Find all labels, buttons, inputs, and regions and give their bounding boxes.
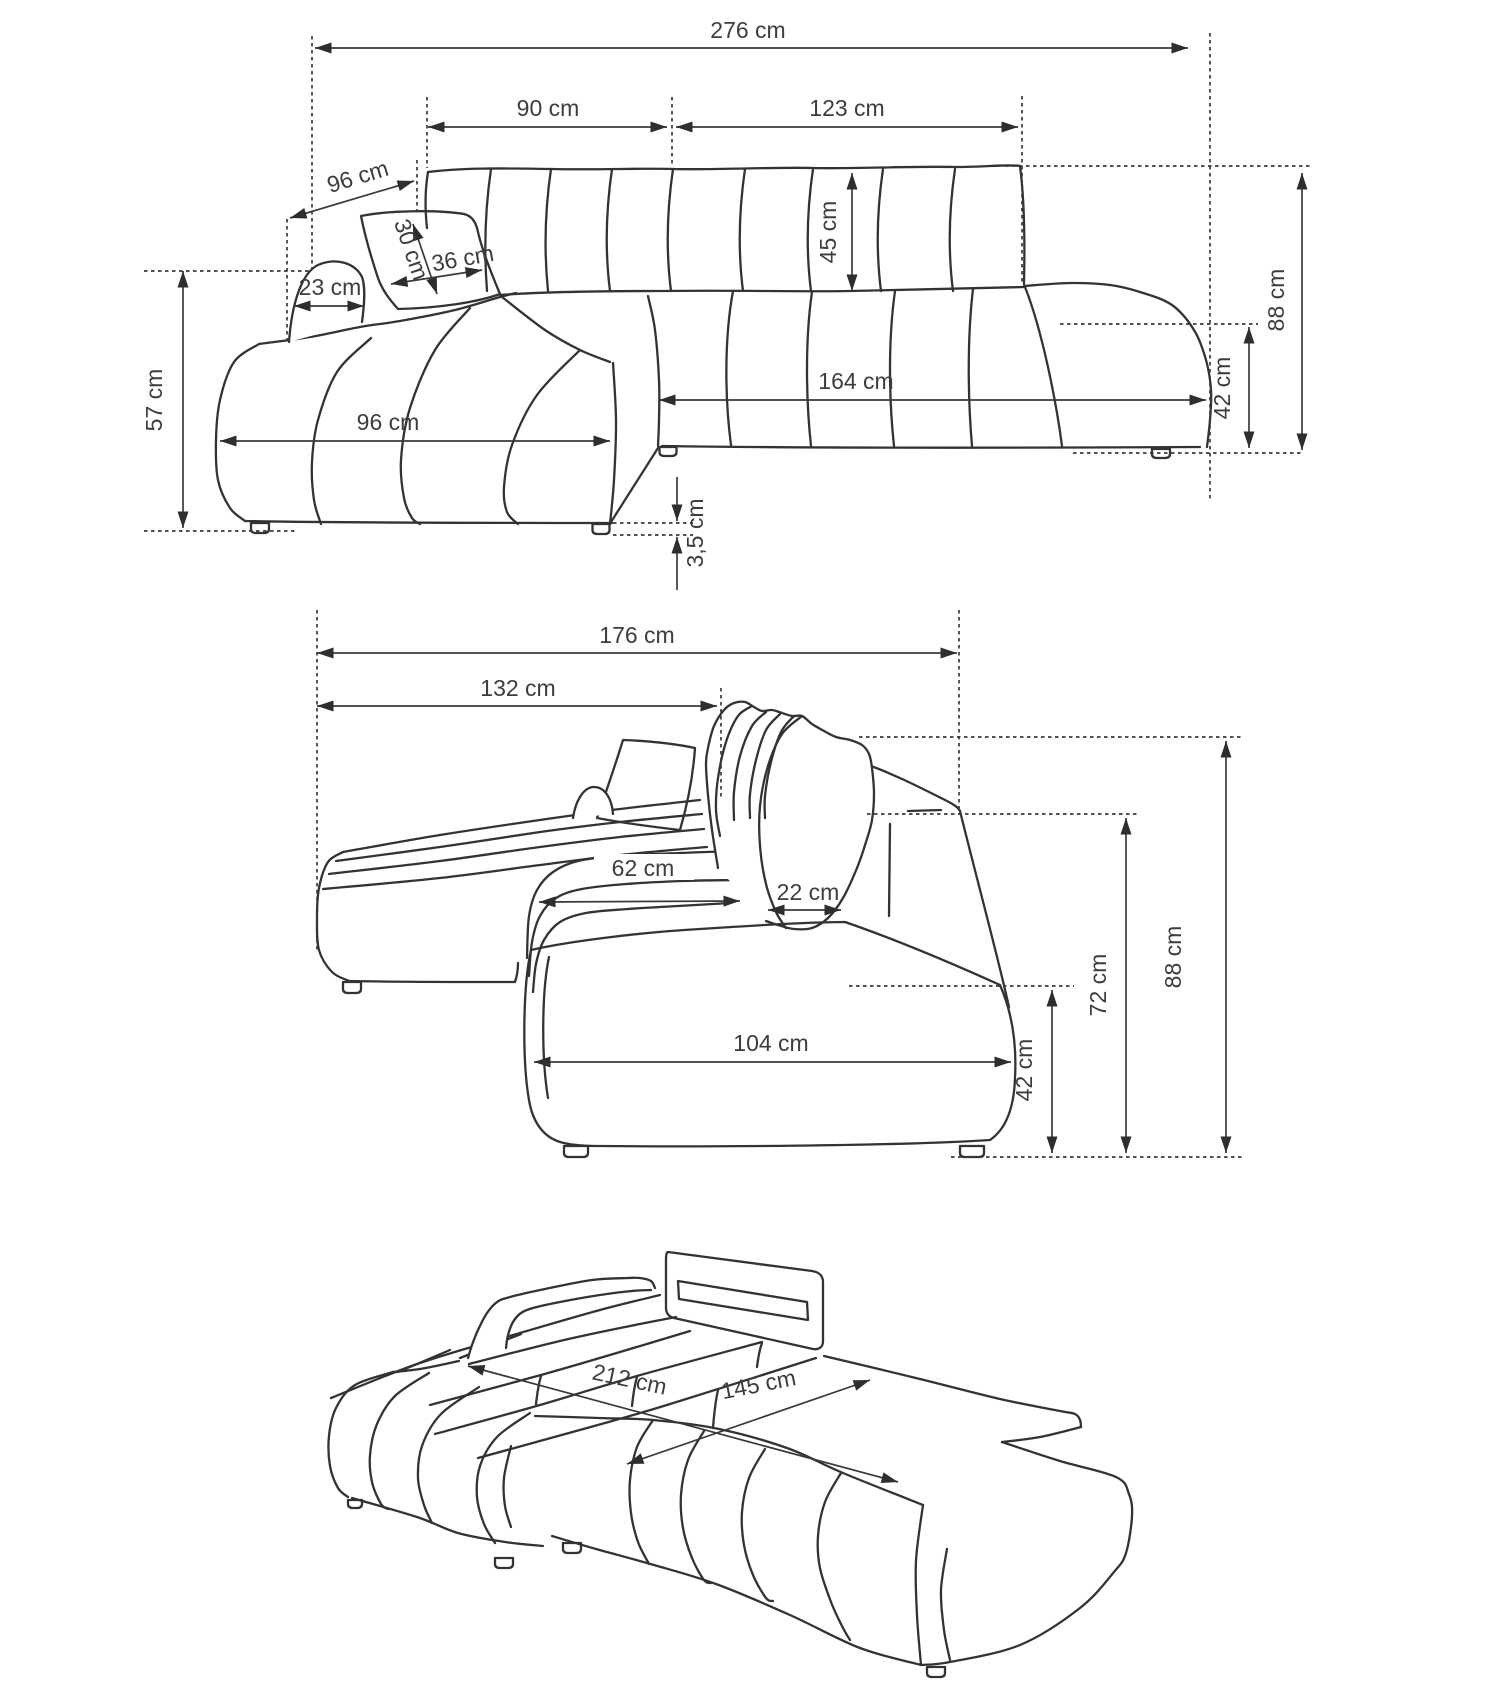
svg-text:45 cm: 45 cm (815, 201, 841, 264)
svg-text:62 cm: 62 cm (612, 855, 675, 881)
svg-text:123 cm: 123 cm (809, 95, 884, 121)
svg-text:3,5 cm: 3,5 cm (682, 498, 708, 567)
svg-text:90 cm: 90 cm (517, 95, 580, 121)
svg-text:23 cm: 23 cm (299, 274, 362, 300)
svg-text:88 cm: 88 cm (1160, 926, 1186, 989)
svg-text:176 cm: 176 cm (599, 622, 674, 648)
svg-text:42 cm: 42 cm (1209, 357, 1235, 420)
svg-text:104 cm: 104 cm (733, 1030, 808, 1056)
svg-text:42 cm: 42 cm (1011, 1039, 1037, 1102)
svg-text:96 cm: 96 cm (357, 409, 420, 435)
svg-text:132 cm: 132 cm (480, 675, 555, 701)
svg-text:72 cm: 72 cm (1085, 954, 1111, 1017)
svg-text:22 cm: 22 cm (777, 879, 840, 905)
svg-text:276 cm: 276 cm (710, 17, 785, 43)
svg-text:164 cm: 164 cm (818, 368, 893, 394)
svg-text:57 cm: 57 cm (141, 369, 167, 432)
svg-text:88 cm: 88 cm (1263, 269, 1289, 332)
